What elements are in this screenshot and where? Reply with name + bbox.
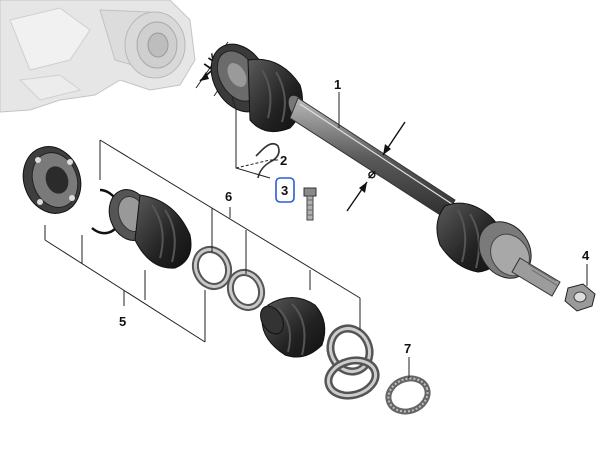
clamp-band-a <box>191 246 233 290</box>
shaft-tube <box>289 97 456 219</box>
callout-3-highlight-box <box>275 177 295 203</box>
leader-lines <box>44 92 588 378</box>
bolt <box>303 187 317 221</box>
outer-cv-joint <box>436 202 561 297</box>
callout-1: 1 <box>334 77 341 92</box>
transmission-housing <box>0 0 196 113</box>
inner-flange <box>22 146 82 214</box>
nut <box>564 283 596 312</box>
callout-3: 3 <box>281 183 288 198</box>
clamp-band-b <box>226 268 266 312</box>
clamp-band-d <box>324 356 380 400</box>
circlip <box>255 142 280 179</box>
callout-5: 5 <box>119 314 126 329</box>
tension-ring <box>385 375 431 415</box>
outer-cv-boot <box>260 297 326 358</box>
callout-2: 2 <box>280 153 287 168</box>
diameter-indicator: ⌀ <box>346 121 406 212</box>
inner-cv-boot-kit <box>108 189 192 269</box>
clamp-band-c <box>326 324 374 376</box>
drive-shaft-assembly <box>210 43 561 297</box>
callout-4: 4 <box>582 248 590 263</box>
callouts: 1 2 3 4 5 6 7 <box>119 77 590 356</box>
callout-7: 7 <box>404 341 411 356</box>
diameter-symbol: ⌀ <box>368 166 376 181</box>
callout-6: 6 <box>225 189 232 204</box>
